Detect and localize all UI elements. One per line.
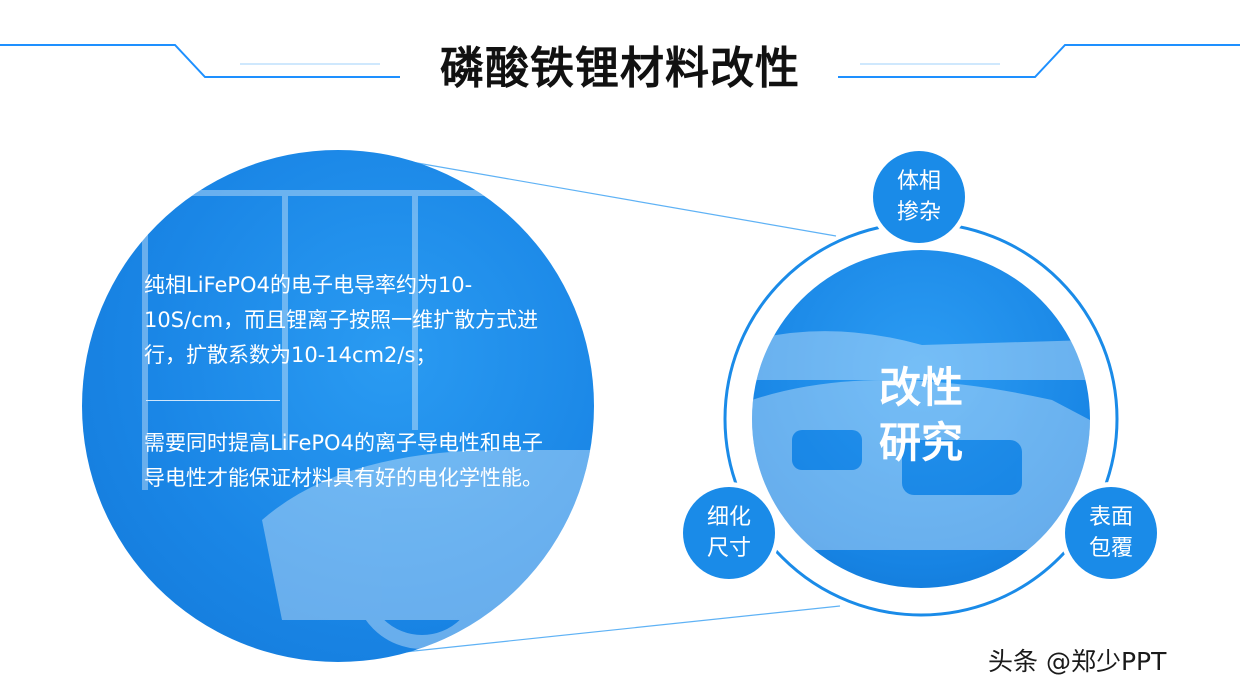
node-label-line2: 掺杂 — [896, 200, 941, 225]
watermark-text: 头条 @郑少PPT — [988, 647, 1167, 676]
car-front-overlay — [752, 331, 1090, 550]
node-label-line1: 体相 — [896, 169, 941, 194]
node-label-line2: 包覆 — [1088, 536, 1133, 561]
center-label-line2: 研究 — [878, 418, 963, 467]
node-size-refinement: 细化 尺寸 — [683, 487, 775, 579]
node-bulk-doping: 体相 掺杂 — [873, 151, 965, 243]
center-label: 改性 研究 — [752, 360, 1090, 470]
page-title: 磷酸铁锂材料改性 — [440, 43, 800, 94]
paragraph-conductivity: 纯相LiFePO4的电子电导率约为10-10S/cm，而且锂离子按照一维扩散方式… — [144, 273, 539, 367]
node-label-line1: 表面 — [1088, 505, 1133, 530]
node-label-line1: 细化 — [706, 505, 751, 530]
node-surface-coating: 表面 包覆 — [1065, 487, 1157, 579]
car-photo-overlay — [102, 190, 594, 649]
paragraph-requirement: 需要同时提高LiFePO4的离子导电性和电子导电性才能保证材料具有好的电化学性能… — [144, 431, 543, 490]
info-circle — [82, 150, 594, 662]
paragraph-divider — [146, 400, 280, 401]
node-label-line2: 尺寸 — [706, 536, 751, 561]
center-circle — [752, 250, 1090, 588]
center-label-line1: 改性 — [878, 363, 963, 412]
